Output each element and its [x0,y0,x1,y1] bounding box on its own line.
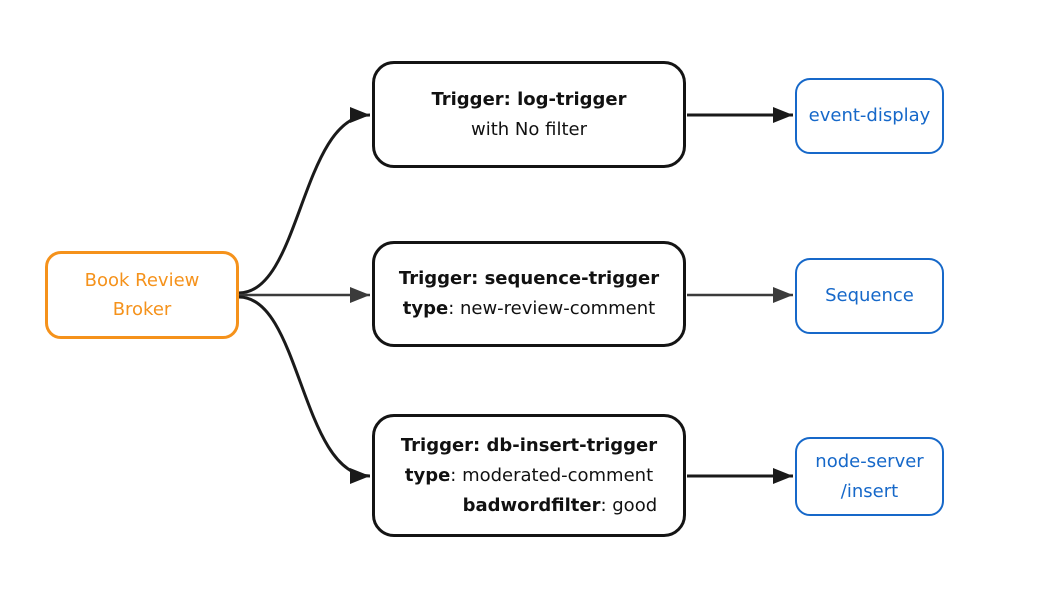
db-insert-trigger-attr1: type: moderated-comment [401,461,657,491]
db-insert-trigger-attr1-key: type [404,464,451,486]
db-insert-trigger-attr1-value: : moderated-comment [450,464,654,486]
sequence-trigger-attr1-key: type [402,298,449,319]
broker-node: Book Review Broker [45,251,239,339]
edge-broker-to-log-trigger [238,107,371,295]
broker-label: Book Review Broker [85,266,200,324]
db-insert-trigger-title: Trigger: db-insert-trigger [400,434,658,456]
node-server-insert-line1: node-server [815,450,924,472]
log-trigger-subtitle: with No filter [471,118,587,140]
sequence-trigger-node: Trigger: sequence-trigger type: new-revi… [372,241,686,347]
edge-broker-to-db-insert-trigger [238,295,371,484]
db-insert-trigger-attr2-value: : good [600,494,658,516]
broker-label-line2: Broker [112,299,172,320]
sequence-trigger-attr1: type: new-review-comment [399,294,659,324]
sequence-trigger-title: Trigger: sequence-trigger [398,268,660,289]
sequence-trigger-attr1-value: : new-review-comment [448,298,656,319]
sequence-trigger-label: Trigger: sequence-trigger type: new-revi… [399,264,659,324]
db-insert-trigger-attr2-key: badwordfilter [462,494,601,516]
db-insert-trigger-attr2: badwordfilter: good [401,491,658,521]
node-server-insert-node: node-server /insert [795,437,944,516]
db-insert-trigger-node: Trigger: db-insert-trigger type: moderat… [372,414,686,537]
log-trigger-node: Trigger: log-trigger with No filter [372,61,686,168]
event-display-node: event-display [795,78,944,154]
log-trigger-label: Trigger: log-trigger with No filter [431,85,626,145]
broker-label-line1: Book Review [84,270,200,291]
node-server-insert-line2: /insert [840,480,899,502]
event-display-label: event-display [808,105,931,126]
sequence-label: Sequence [825,285,914,306]
log-trigger-title: Trigger: log-trigger [431,88,627,110]
db-insert-trigger-label: Trigger: db-insert-trigger type: moderat… [401,431,657,521]
sequence-node: Sequence [795,258,944,334]
node-server-insert-label: node-server /insert [815,447,923,507]
